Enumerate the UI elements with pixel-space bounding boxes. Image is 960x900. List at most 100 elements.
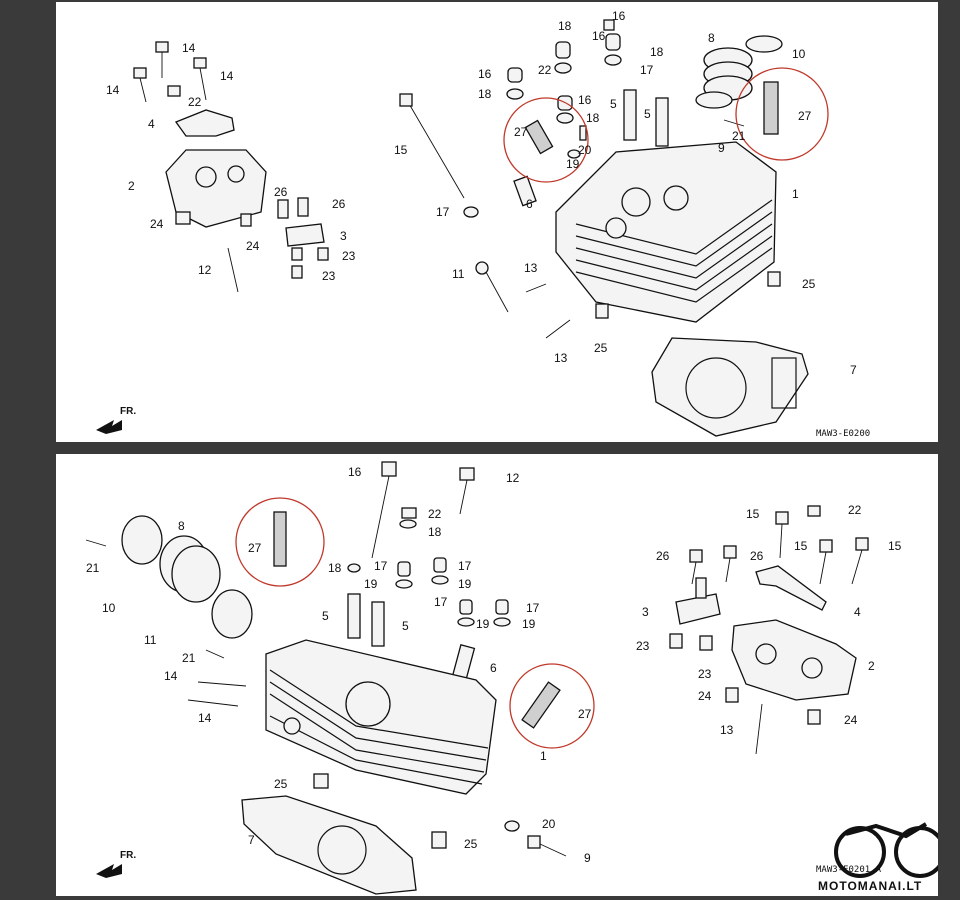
svg-text:27: 27: [248, 541, 262, 555]
svg-text:16: 16: [612, 9, 626, 23]
svg-text:7: 7: [248, 833, 255, 847]
svg-text:15: 15: [794, 539, 808, 553]
svg-text:25: 25: [594, 341, 608, 355]
svg-text:27: 27: [578, 707, 592, 721]
svg-text:16: 16: [348, 465, 362, 479]
svg-text:3: 3: [340, 229, 347, 243]
top-exploded-view: FR. MAW3-E0200 14 14 14 22 4 2 26 26 24 …: [96, 9, 870, 439]
svg-text:17: 17: [526, 601, 540, 615]
clamp-11: [211, 589, 253, 639]
svg-text:15: 15: [746, 507, 760, 521]
svg-text:19: 19: [364, 577, 378, 591]
bottom-exploded-view: FR. MAW3-E0201 A 16 12 22 18 27 8 21 10 …: [85, 461, 938, 895]
svg-text:2: 2: [868, 659, 875, 673]
svg-text:5: 5: [322, 609, 329, 623]
svg-text:27: 27: [798, 109, 812, 123]
callouts-bottom: 16 12 22 18 27 8 21 10 18 17 19 17 19 17…: [86, 465, 902, 865]
svg-text:23: 23: [698, 667, 712, 681]
svg-text:16: 16: [578, 93, 592, 107]
svg-text:13: 13: [554, 351, 568, 365]
motomanai-watermark: MOTOMANAI.LT: [818, 822, 938, 893]
spark-plug-highlight-bottom-left: [235, 497, 325, 587]
svg-text:22: 22: [428, 507, 442, 521]
svg-text:26: 26: [750, 549, 764, 563]
spark-plug-27-bottom-left: [273, 511, 287, 567]
spark-plug-27-right: [763, 81, 779, 135]
svg-text:FR.: FR.: [120, 406, 136, 417]
svg-text:19: 19: [458, 577, 472, 591]
svg-text:18: 18: [428, 525, 442, 539]
bolt-14-b: [133, 67, 147, 103]
svg-text:17: 17: [374, 559, 388, 573]
top-diagram-panel: FR. MAW3-E0200 14 14 14 22 4 2 26 26 24 …: [56, 2, 938, 442]
spark-plug-27-bottom-right: [521, 681, 561, 729]
svg-text:7: 7: [850, 363, 857, 377]
svg-text:15: 15: [888, 539, 902, 553]
svg-text:24: 24: [246, 239, 260, 253]
svg-text:5: 5: [644, 107, 651, 121]
svg-text:5: 5: [610, 97, 617, 111]
svg-text:17: 17: [434, 595, 448, 609]
svg-text:20: 20: [578, 143, 592, 157]
svg-text:24: 24: [150, 217, 164, 231]
svg-text:17: 17: [436, 205, 450, 219]
svg-text:8: 8: [178, 519, 185, 533]
svg-text:9: 9: [584, 851, 591, 865]
svg-text:8: 8: [708, 31, 715, 45]
svg-text:23: 23: [636, 639, 650, 653]
svg-text:1: 1: [792, 187, 799, 201]
svg-text:18: 18: [478, 87, 492, 101]
svg-text:6: 6: [526, 197, 533, 211]
svg-text:24: 24: [844, 713, 858, 727]
bottom-diagram-panel: FR. MAW3-E0201 A 16 12 22 18 27 8 21 10 …: [56, 454, 938, 896]
panel-edge: [916, 2, 938, 22]
svg-text:22: 22: [848, 503, 862, 517]
svg-text:17: 17: [640, 63, 654, 77]
svg-text:6: 6: [490, 661, 497, 675]
svg-text:12: 12: [198, 263, 212, 277]
svg-text:19: 19: [522, 617, 536, 631]
svg-text:18: 18: [328, 561, 342, 575]
nut-22: [167, 85, 181, 97]
svg-text:18: 18: [586, 111, 600, 125]
svg-text:10: 10: [102, 601, 116, 615]
svg-text:25: 25: [464, 837, 478, 851]
svg-text:21: 21: [86, 561, 100, 575]
bolt-14-c: [193, 57, 207, 101]
bolt-14-a: [155, 41, 169, 78]
svg-text:26: 26: [656, 549, 670, 563]
diagram-code-top: MAW3-E0200: [816, 429, 870, 439]
svg-text:16: 16: [592, 29, 606, 43]
svg-text:23: 23: [342, 249, 356, 263]
svg-text:14: 14: [182, 41, 196, 55]
cylinder-head-1: [555, 141, 777, 323]
svg-text:16: 16: [478, 67, 492, 81]
svg-text:14: 14: [198, 711, 212, 725]
svg-text:25: 25: [802, 277, 816, 291]
front-direction-indicator: FR.: [96, 406, 136, 434]
svg-text:12: 12: [506, 471, 520, 485]
rocker-arm-3: [285, 223, 325, 247]
svg-text:19: 19: [566, 157, 580, 171]
svg-text:13: 13: [720, 723, 734, 737]
svg-text:21: 21: [182, 651, 196, 665]
svg-text:10: 10: [792, 47, 806, 61]
svg-text:1: 1: [540, 749, 547, 763]
svg-text:22: 22: [188, 95, 202, 109]
rocker-holder-2-bottom: [731, 619, 857, 701]
svg-text:FR.: FR.: [120, 850, 136, 861]
svg-text:18: 18: [558, 19, 572, 33]
spark-plug-highlight-right: [735, 67, 829, 161]
svg-text:9: 9: [718, 141, 725, 155]
svg-text:25: 25: [274, 777, 288, 791]
clamp-10: [121, 515, 163, 565]
svg-text:14: 14: [220, 69, 234, 83]
svg-text:17: 17: [458, 559, 472, 573]
svg-text:19: 19: [476, 617, 490, 631]
svg-text:14: 14: [106, 83, 120, 97]
svg-text:20: 20: [542, 817, 556, 831]
svg-text:27: 27: [514, 125, 528, 139]
svg-text:11: 11: [144, 633, 157, 647]
svg-text:14: 14: [164, 669, 178, 683]
rocker-plate-4-bottom: [755, 565, 827, 611]
